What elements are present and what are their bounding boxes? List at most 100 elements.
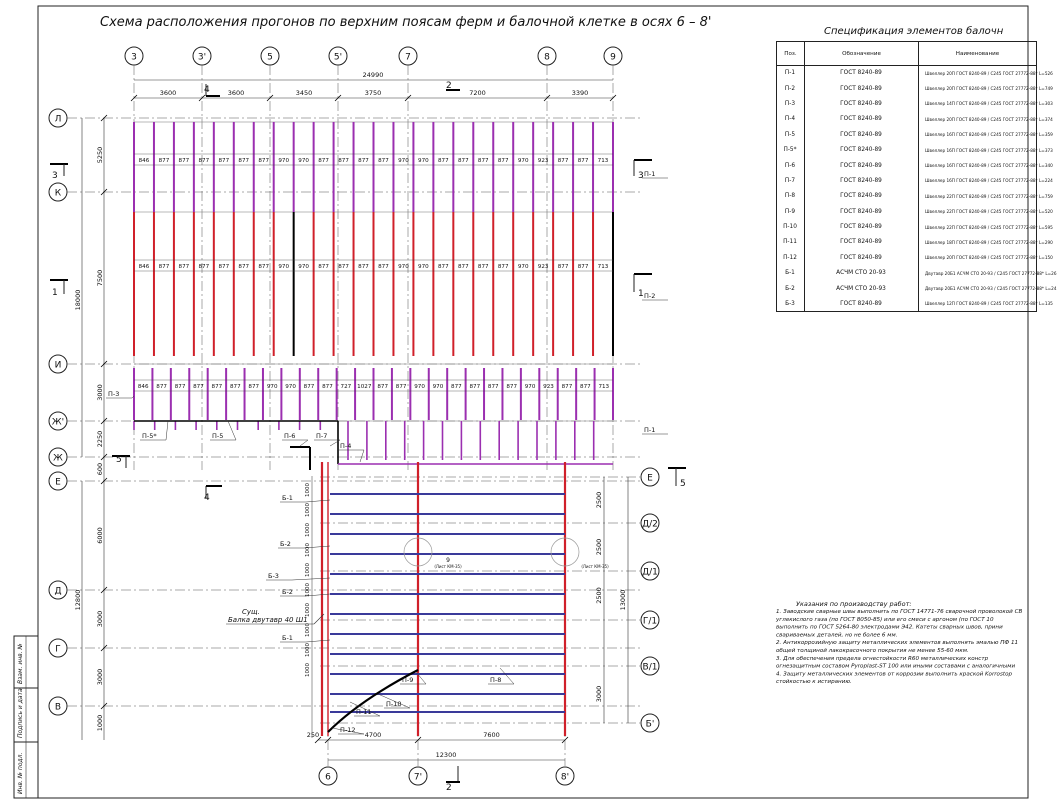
dimension-text: 12300 [436,751,457,759]
spec-cell-doc: ГОСТ 8240-89 [804,80,919,97]
dimension-tick [100,477,108,485]
element-label: Б-2 [282,588,293,596]
spec-cell-name: Швеллер 14П ГОСТ 8240-89 / С245 ГОСТ 277… [918,96,1053,112]
purlin-spacing: 846 [138,384,149,390]
axis-bubble-6-label: 6 [325,773,331,783]
spec-cell-name: Швеллер 12П ГОСТ 8240-89 / С245 ГОСТ 277… [918,296,1053,312]
dimension-tick [100,453,108,461]
element-label: П-4 [340,442,351,450]
axis-bubble-6 [318,766,338,786]
dimension-text: 24990 [363,71,384,79]
purlin-spacing: 713 [598,158,609,164]
note-line: выполнить по ГОСТ 5264-80 электродами Э4… [776,625,1003,631]
drawing-sheet: Взам. инв. № Подпись и дата Инв. № подл.… [13,5,1029,799]
side-stamp: Взам. инв. № Подпись и дата Инв. № подл. [13,635,39,799]
axis-bubble-Е-label: Е [55,478,61,488]
dimension-tick [100,644,108,652]
dimension-text: 18000 [74,290,82,311]
spec-cell-pos: Б-1 [776,265,805,281]
spec-cell-name: Швеллер 20П ГОСТ 8240-89 / С245 ГОСТ 277… [918,80,1053,97]
existing-beam-note: Сущ. [242,608,260,616]
spec-cell-pos: П-2 [776,80,805,97]
dimension-text: 2500 [595,587,603,604]
spec-cell-pos: П-5 [776,127,805,143]
purlin-spacing: 877 [458,264,469,270]
spec-cell-pos: П-9 [776,204,805,220]
spec-cell-doc: ГОСТ 8240-89 [804,250,919,266]
purlin-spacing: 970 [418,264,429,270]
purlin-spacing: 877 [562,384,573,390]
axis-bubble-3'-label: 3' [198,53,206,63]
spec-cell-pos: П-5* [776,142,805,158]
element-label: П-6 [284,432,295,440]
axis-bubble-5-label: 5 [267,53,273,63]
axis-bubble-7' [408,766,428,786]
dimension-text: 3000 [96,611,104,628]
element-label: П-12 [340,726,356,734]
dimension-tick [543,94,551,102]
note-line: стойкостью к истиранию. [776,679,852,685]
leader-line [359,449,365,463]
spec-cell-pos: П-1 [776,65,805,81]
dimension-text: 3450 [296,89,313,97]
note-line: огнезащитным составом Pyroplast-ST 100 и… [776,664,1015,670]
purlin-spacing: 923 [538,264,549,270]
dimension-tick [314,736,322,744]
purlin-spacing: 970 [278,158,289,164]
stamp-label: Взам. инв. № [17,643,24,684]
spec-cell-name: Швеллер 22П ГОСТ 8240-89 / С245 ГОСТ 277… [918,204,1053,220]
purlin-spacing: 970 [433,384,444,390]
purlin-spacing: 877 [179,264,190,270]
spec-cell-pos: П-8 [776,188,805,205]
purlin-spacing: 970 [518,264,529,270]
spec-cell-name: Швеллер 20П ГОСТ 8240-89 / С245 ГОСТ 277… [918,111,1053,128]
element-label: П-3 [108,390,119,398]
element-label: П-11 [356,708,372,716]
dimension-tick [100,702,108,710]
purlin-spacing: 877 [338,264,349,270]
spec-cell-pos: Б-3 [776,296,805,312]
purlin-spacing: 923 [543,384,554,390]
spec-cell-name: Двутавр 20Б1 АСЧМ СТО 20-93 / С245 ГОСТ … [918,280,1057,297]
spec-cell-name: Швеллер 16П ГОСТ 8240-89 / С245 ГОСТ 277… [918,127,1053,143]
purlin-spacing: 846 [139,264,150,270]
purlin-spacing: 877 [378,158,389,164]
axis-bubble-8' [555,766,575,786]
dimension-text: 2250 [96,431,104,448]
purlin-spacing: 877 [469,384,480,390]
element-label: П-1 [644,426,655,434]
dimension-text: 1000 [96,715,104,732]
purlin-spacing: 877 [396,384,407,390]
purlin-spacing: 877 [193,384,204,390]
dimension-text: 600 [96,463,104,475]
section-label: 3 [52,171,58,181]
dimension-text: 6000 [96,527,104,544]
dimension-text: 2500 [595,539,603,556]
purlin-spacing: 877 [156,384,167,390]
spec-cell-pos: П-7 [776,173,805,189]
axis-bubble-8-label: 8 [544,53,550,63]
purlin-spacing: 877 [258,264,269,270]
purlin-spacing: 877 [377,384,388,390]
dimension-text: 2500 [595,492,603,509]
spec-cell-name: Швеллер 20П ГОСТ 8240-89 / С245 ГОСТ 277… [918,65,1053,81]
spec-header: Обозначение [804,41,919,66]
axis-bubble-Д/1-label: Д/1 [642,568,658,578]
purlin-spacing: 877 [438,264,449,270]
purlin-spacing: 877 [358,158,369,164]
dimension-text: 1000 [305,523,311,537]
purlin-spacing: 877 [318,264,329,270]
purlin-spacing: 923 [538,158,549,164]
element-label: П-10 [386,700,402,708]
dimension-text: 3750 [365,89,382,97]
spec-cell-pos: П-4 [776,111,805,128]
node-ref: (Лист КМ-35) [581,564,609,569]
dimension-text: 3390 [572,89,589,97]
axis-bubble-Е [640,467,660,487]
element-label: Б-1 [282,634,293,642]
dimension-text: 7500 [96,270,104,287]
